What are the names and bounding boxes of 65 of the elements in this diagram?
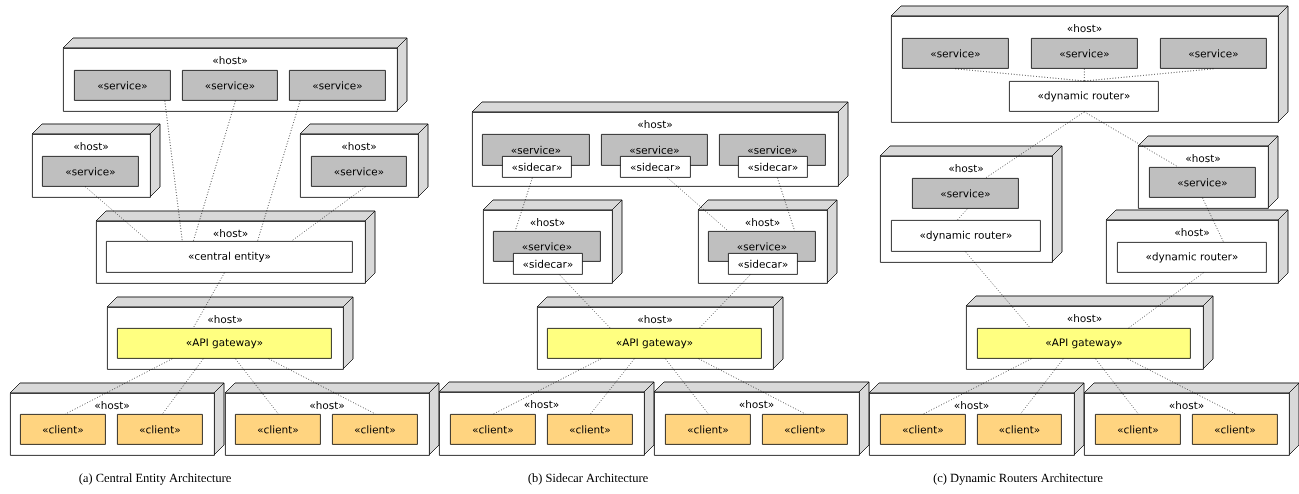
client-box: «client» bbox=[880, 414, 966, 445]
connector-line bbox=[164, 100, 183, 242]
component-box: «dynamic router» bbox=[1117, 242, 1267, 273]
connector-line bbox=[65, 358, 173, 415]
service-box: «service» bbox=[182, 70, 278, 101]
service-box: «service» bbox=[42, 156, 139, 187]
sidecar-box: «sidecar» bbox=[513, 253, 583, 275]
connector-line bbox=[667, 177, 729, 232]
component-box: «dynamic router» bbox=[1009, 81, 1159, 112]
service-box: «service» bbox=[74, 70, 171, 101]
service-box: «service» bbox=[1031, 38, 1138, 69]
connector-line bbox=[923, 358, 1032, 415]
connector-line bbox=[965, 251, 1031, 329]
sidecar-box: «sidecar» bbox=[502, 156, 572, 178]
sidecar-box: «sidecar» bbox=[738, 156, 808, 178]
component-box: «central entity» bbox=[106, 241, 353, 273]
connector-line bbox=[559, 274, 611, 329]
service-box: «service» bbox=[289, 70, 386, 101]
gateway-box: «API gateway» bbox=[977, 328, 1191, 359]
connector-line bbox=[162, 358, 204, 415]
connector-line bbox=[955, 68, 1085, 82]
service-box: «service» bbox=[311, 156, 407, 187]
connector-line bbox=[192, 272, 225, 329]
service-box: «service» bbox=[1149, 167, 1256, 198]
client-box: «client» bbox=[1192, 414, 1278, 445]
connector-line bbox=[1095, 358, 1139, 415]
gateway-box: «API gateway» bbox=[117, 328, 332, 359]
client-box: «client» bbox=[762, 414, 848, 445]
gateway-box: «API gateway» bbox=[547, 328, 762, 359]
connector-line bbox=[493, 358, 602, 415]
client-box: «client» bbox=[332, 414, 418, 445]
connector-line bbox=[664, 358, 709, 415]
subfigure-caption: (a) Central Entity Architecture bbox=[79, 473, 231, 485]
connector-line bbox=[590, 358, 635, 415]
connector-line bbox=[698, 358, 806, 415]
service-box: «service» bbox=[902, 38, 1009, 69]
client-box: «client» bbox=[20, 414, 106, 445]
connector-line bbox=[1083, 68, 1085, 82]
client-box: «client» bbox=[117, 414, 203, 445]
client-box: «client» bbox=[547, 414, 633, 445]
subfigure-caption: (c) Dynamic Routers Architecture bbox=[933, 473, 1103, 485]
connector-line bbox=[514, 177, 533, 232]
service-box: «service» bbox=[912, 178, 1019, 209]
connector-line bbox=[268, 358, 376, 415]
connector-line bbox=[699, 274, 751, 329]
connector-line bbox=[956, 208, 968, 221]
component-box: «dynamic router» bbox=[891, 220, 1041, 252]
connector-line bbox=[1202, 197, 1224, 243]
connector-line bbox=[1083, 111, 1179, 168]
client-box: «client» bbox=[1095, 414, 1181, 445]
connector-line bbox=[234, 358, 279, 415]
connector-line bbox=[985, 111, 1085, 179]
client-box: «client» bbox=[450, 414, 536, 445]
connector-line bbox=[1127, 358, 1236, 415]
client-box: «client» bbox=[665, 414, 751, 445]
connector-line bbox=[1083, 68, 1214, 82]
service-box: «service» bbox=[1160, 38, 1267, 69]
client-box: «client» bbox=[235, 414, 321, 445]
sidecar-box: «sidecar» bbox=[728, 253, 798, 275]
client-box: «client» bbox=[977, 414, 1062, 445]
connector-line bbox=[777, 177, 796, 232]
sidecar-box: «sidecar» bbox=[620, 156, 691, 178]
connector-line bbox=[1128, 272, 1204, 329]
subfigure-caption: (b) Sidecar Architecture bbox=[528, 473, 648, 485]
connector-line bbox=[193, 100, 236, 242]
